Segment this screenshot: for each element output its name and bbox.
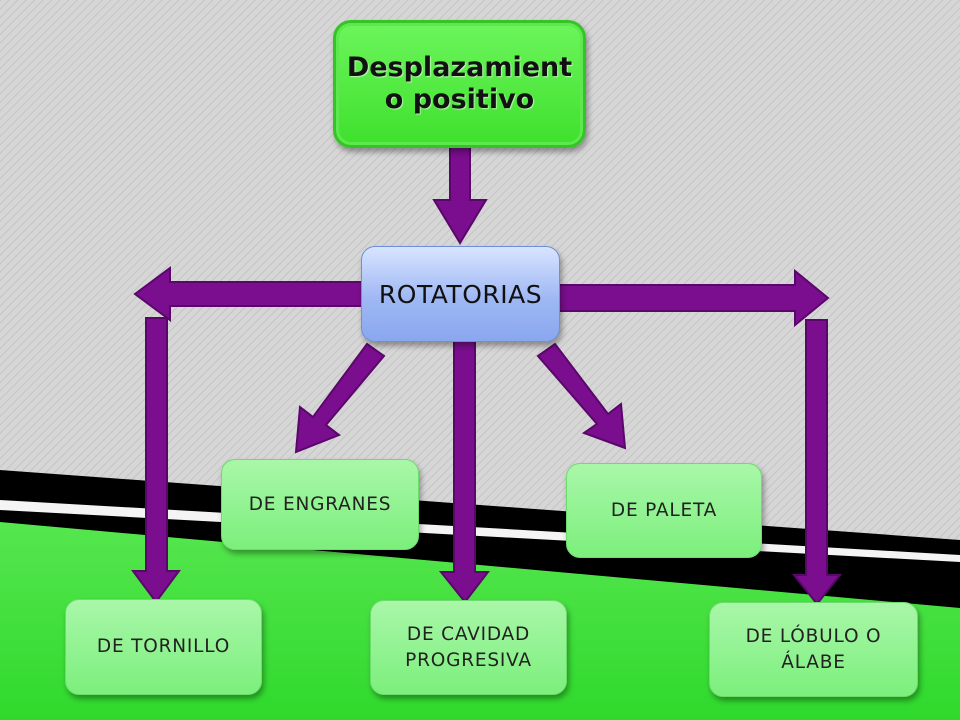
root-label-line2: o positivo [384, 84, 535, 115]
arrow-root-to-rotatorias [432, 142, 488, 245]
cavidad-label-line1: DE CAVIDAD [406, 623, 531, 645]
node-de-lobulo-o-alabe: DE LÓBULO O ÁLABE [709, 602, 918, 697]
root-label-line1: Desplazamient [346, 52, 573, 83]
node-de-tornillo-label: DE TORNILLO [96, 636, 231, 657]
node-rotatorias: ROTATORIAS [361, 246, 560, 342]
arrow-down-tornillo [131, 317, 181, 604]
node-de-lobulo-o-alabe-label: DE LÓBULO O ÁLABE [746, 624, 882, 676]
node-de-tornillo: DE TORNILLO [65, 599, 262, 695]
node-rotatorias-label: ROTATORIAS [378, 279, 543, 309]
arrow-diag-paleta [536, 342, 627, 450]
node-de-paleta: DE PALETA [566, 463, 762, 558]
arrow-diag-engranes [294, 342, 386, 454]
cavidad-label-line2: PROGRESIVA [405, 649, 532, 671]
arrow-down-lobulo [791, 319, 843, 606]
arrow-right-horizontal [557, 268, 830, 328]
node-de-cavidad-progresiva: DE CAVIDAD PROGRESIVA [370, 600, 567, 695]
node-de-engranes: DE ENGRANES [221, 459, 419, 550]
node-de-paleta-label: DE PALETA [610, 499, 718, 521]
arrow-left-horizontal [133, 266, 363, 322]
node-de-cavidad-progresiva-label: DE CAVIDAD PROGRESIVA [405, 622, 532, 674]
arrow-down-cavidad [438, 339, 491, 604]
node-de-engranes-label: DE ENGRANES [248, 493, 392, 515]
lobulo-label-line1: DE LÓBULO O [745, 625, 882, 647]
lobulo-label-line2: ÁLABE [781, 651, 846, 673]
arrows [131, 142, 843, 606]
